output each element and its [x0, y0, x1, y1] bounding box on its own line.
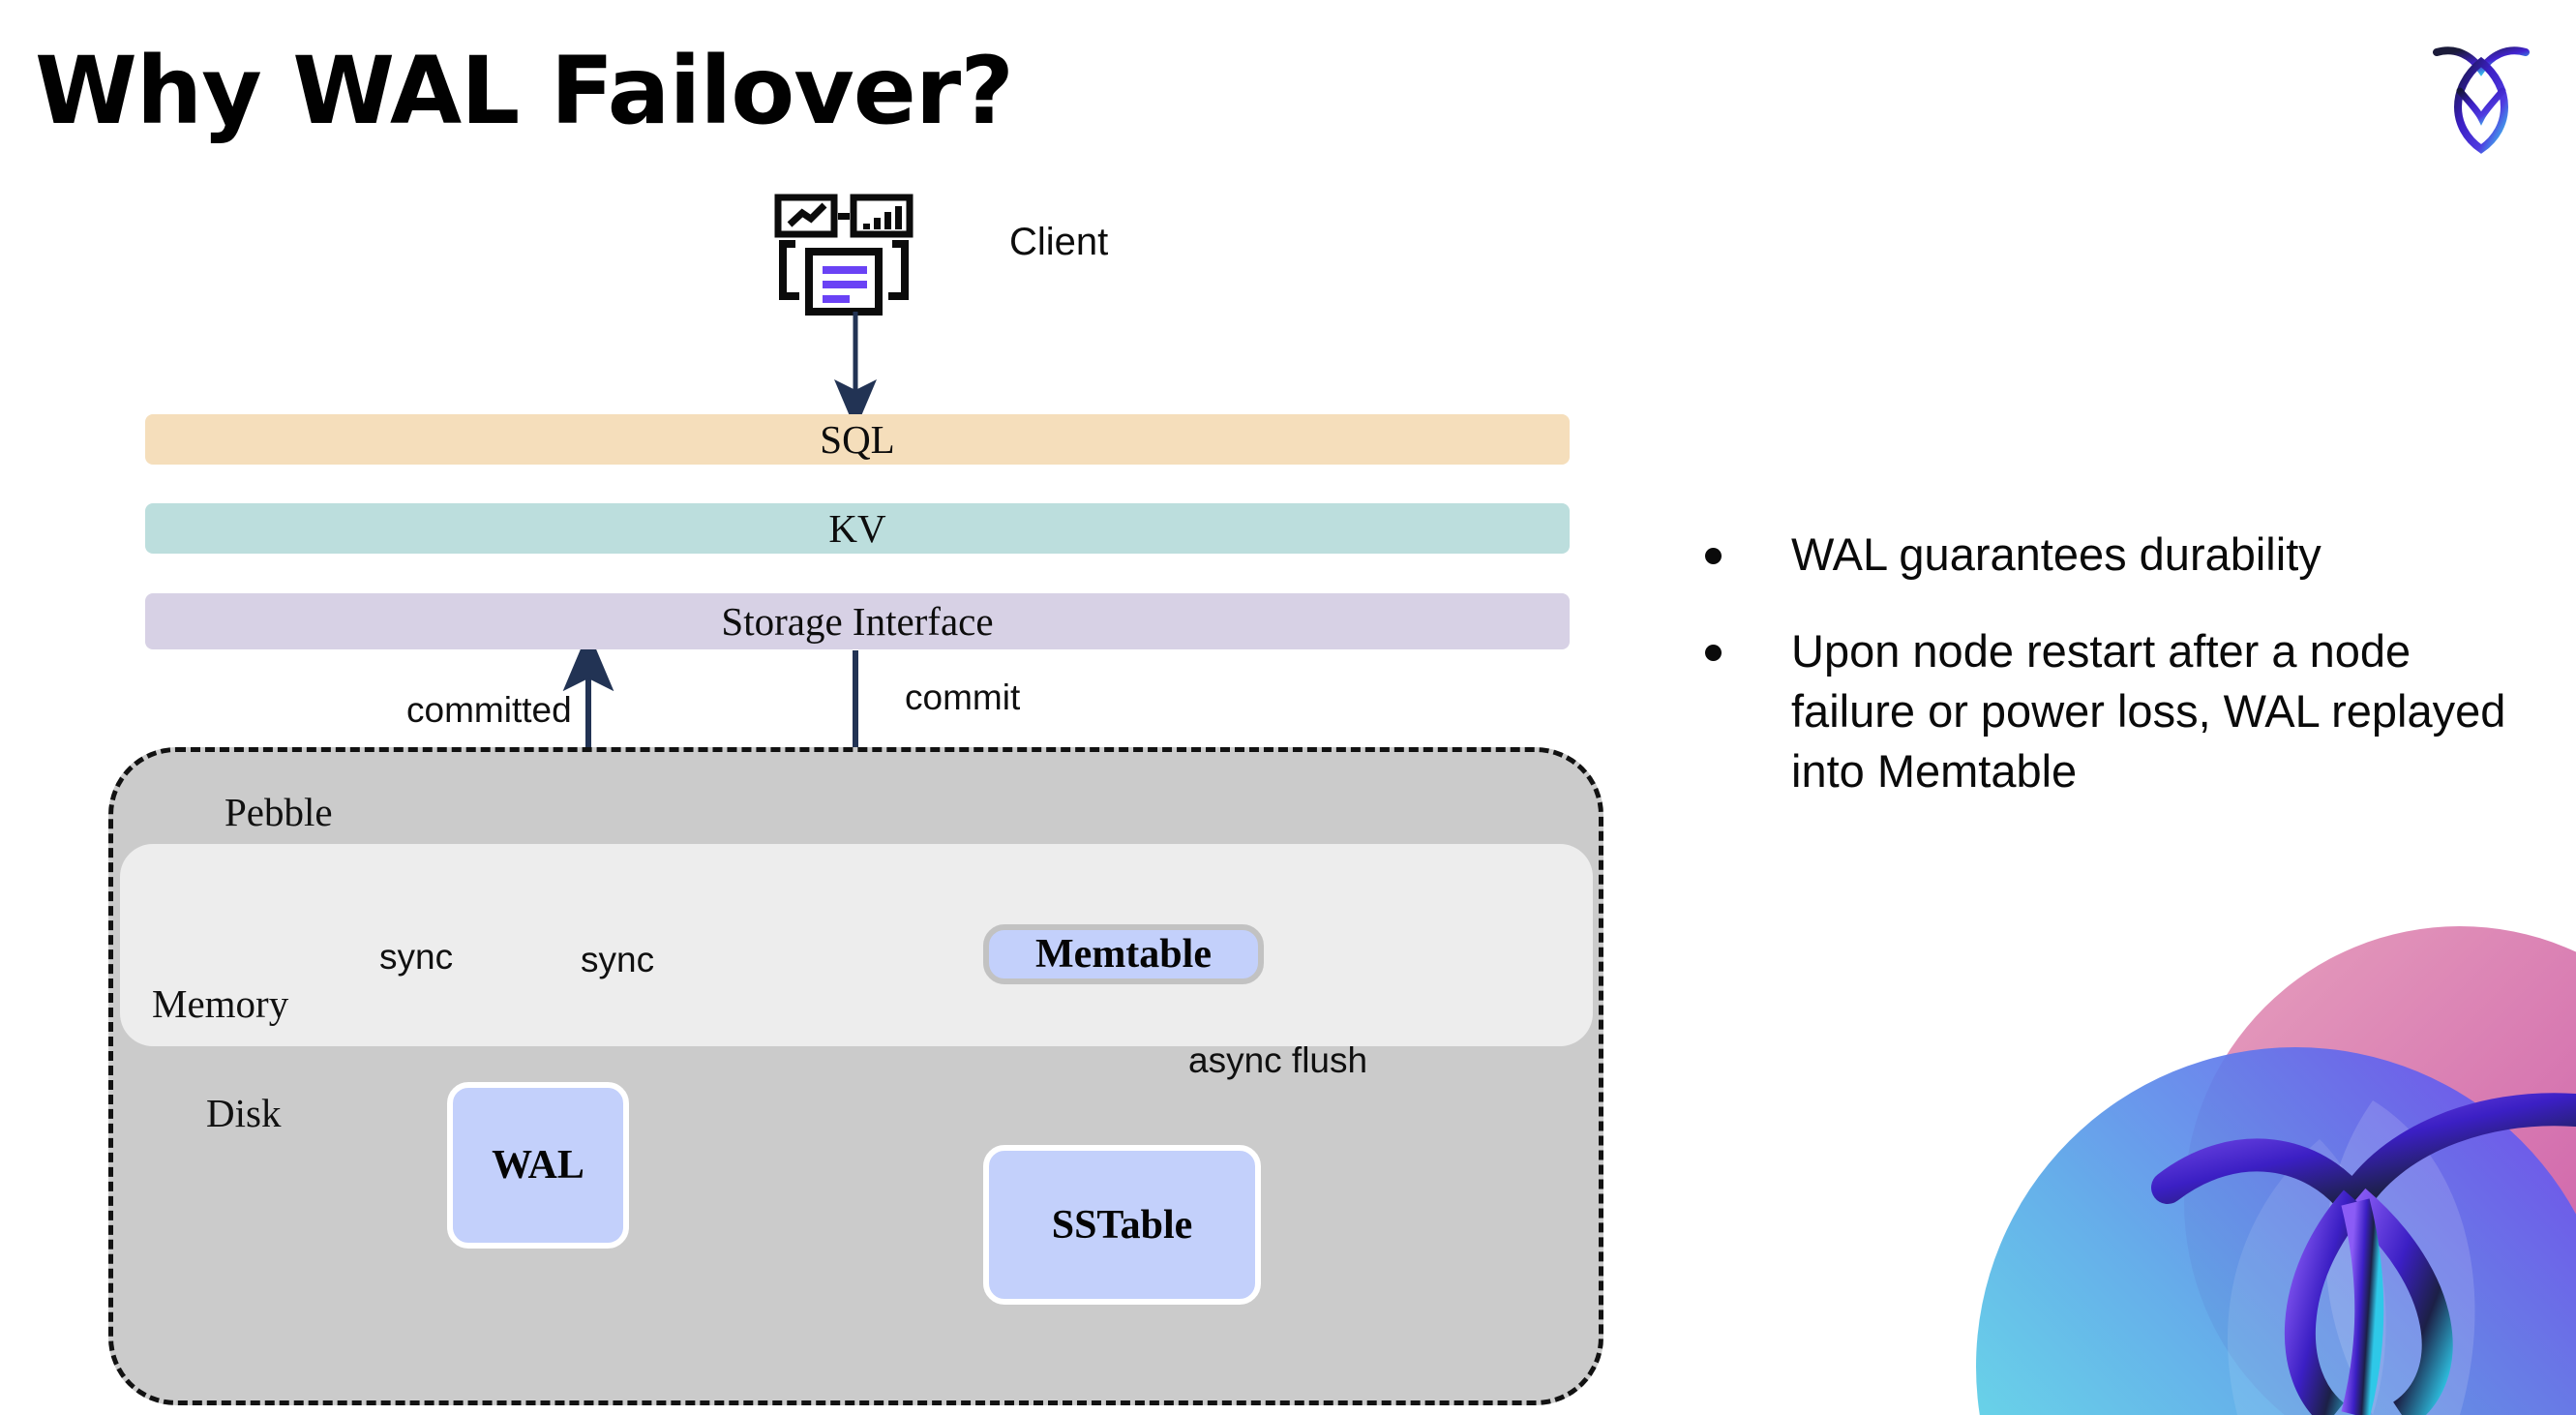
edge-label-commit: commit	[905, 677, 1021, 717]
layer-label-sql: SQL	[820, 417, 895, 462]
edge-label-committed: committed	[406, 690, 572, 730]
memory-label: Memory	[152, 981, 289, 1026]
page-title: Why WAL Failover?	[35, 37, 1014, 145]
pebble-label: Pebble	[225, 790, 333, 834]
layer-bar-kv[interactable]: KV	[145, 503, 1570, 554]
client-terminal-icon	[774, 194, 914, 316]
memory-region	[120, 844, 1593, 1046]
node-memtable[interactable]: Memtable	[983, 924, 1264, 984]
layer-label-storage-interface: Storage Interface	[721, 599, 994, 644]
node-wal[interactable]: WAL	[447, 1082, 629, 1249]
architecture-diagram: Client SQL KV Stor	[108, 194, 1603, 1405]
bullet-dot-icon	[1705, 645, 1722, 662]
node-sstable-label: SSTable	[1051, 1202, 1193, 1248]
edge-label-async-flush: async flush	[1188, 1040, 1368, 1080]
disk-label: Disk	[206, 1091, 282, 1135]
bullet-text: WAL guarantees durability	[1791, 528, 2321, 580]
layer-label-kv: KV	[828, 506, 886, 551]
layer-bar-storage-interface[interactable]: Storage Interface	[145, 593, 1570, 649]
bullet-dot-icon	[1705, 548, 1722, 564]
node-sstable[interactable]: SSTable	[983, 1145, 1261, 1305]
node-memtable-label: Memtable	[1035, 932, 1212, 977]
list-item: Upon node restart after a node failure o…	[1705, 621, 2537, 801]
list-item: WAL guarantees durability	[1705, 525, 2537, 585]
edge-label-sync-2: sync	[581, 940, 655, 979]
bullet-list: WAL guarantees durability Upon node rest…	[1705, 525, 2537, 838]
cockroachdb-logo-icon	[2433, 46, 2530, 154]
edge-label-sync-1: sync	[379, 937, 454, 977]
layer-bar-sql[interactable]: SQL	[145, 414, 1570, 465]
client-label: Client	[1009, 221, 1109, 263]
node-wal-label: WAL	[492, 1143, 584, 1188]
bullet-text: Upon node restart after a node failure o…	[1791, 625, 2506, 798]
decorative-logo-artwork	[1976, 926, 2576, 1415]
